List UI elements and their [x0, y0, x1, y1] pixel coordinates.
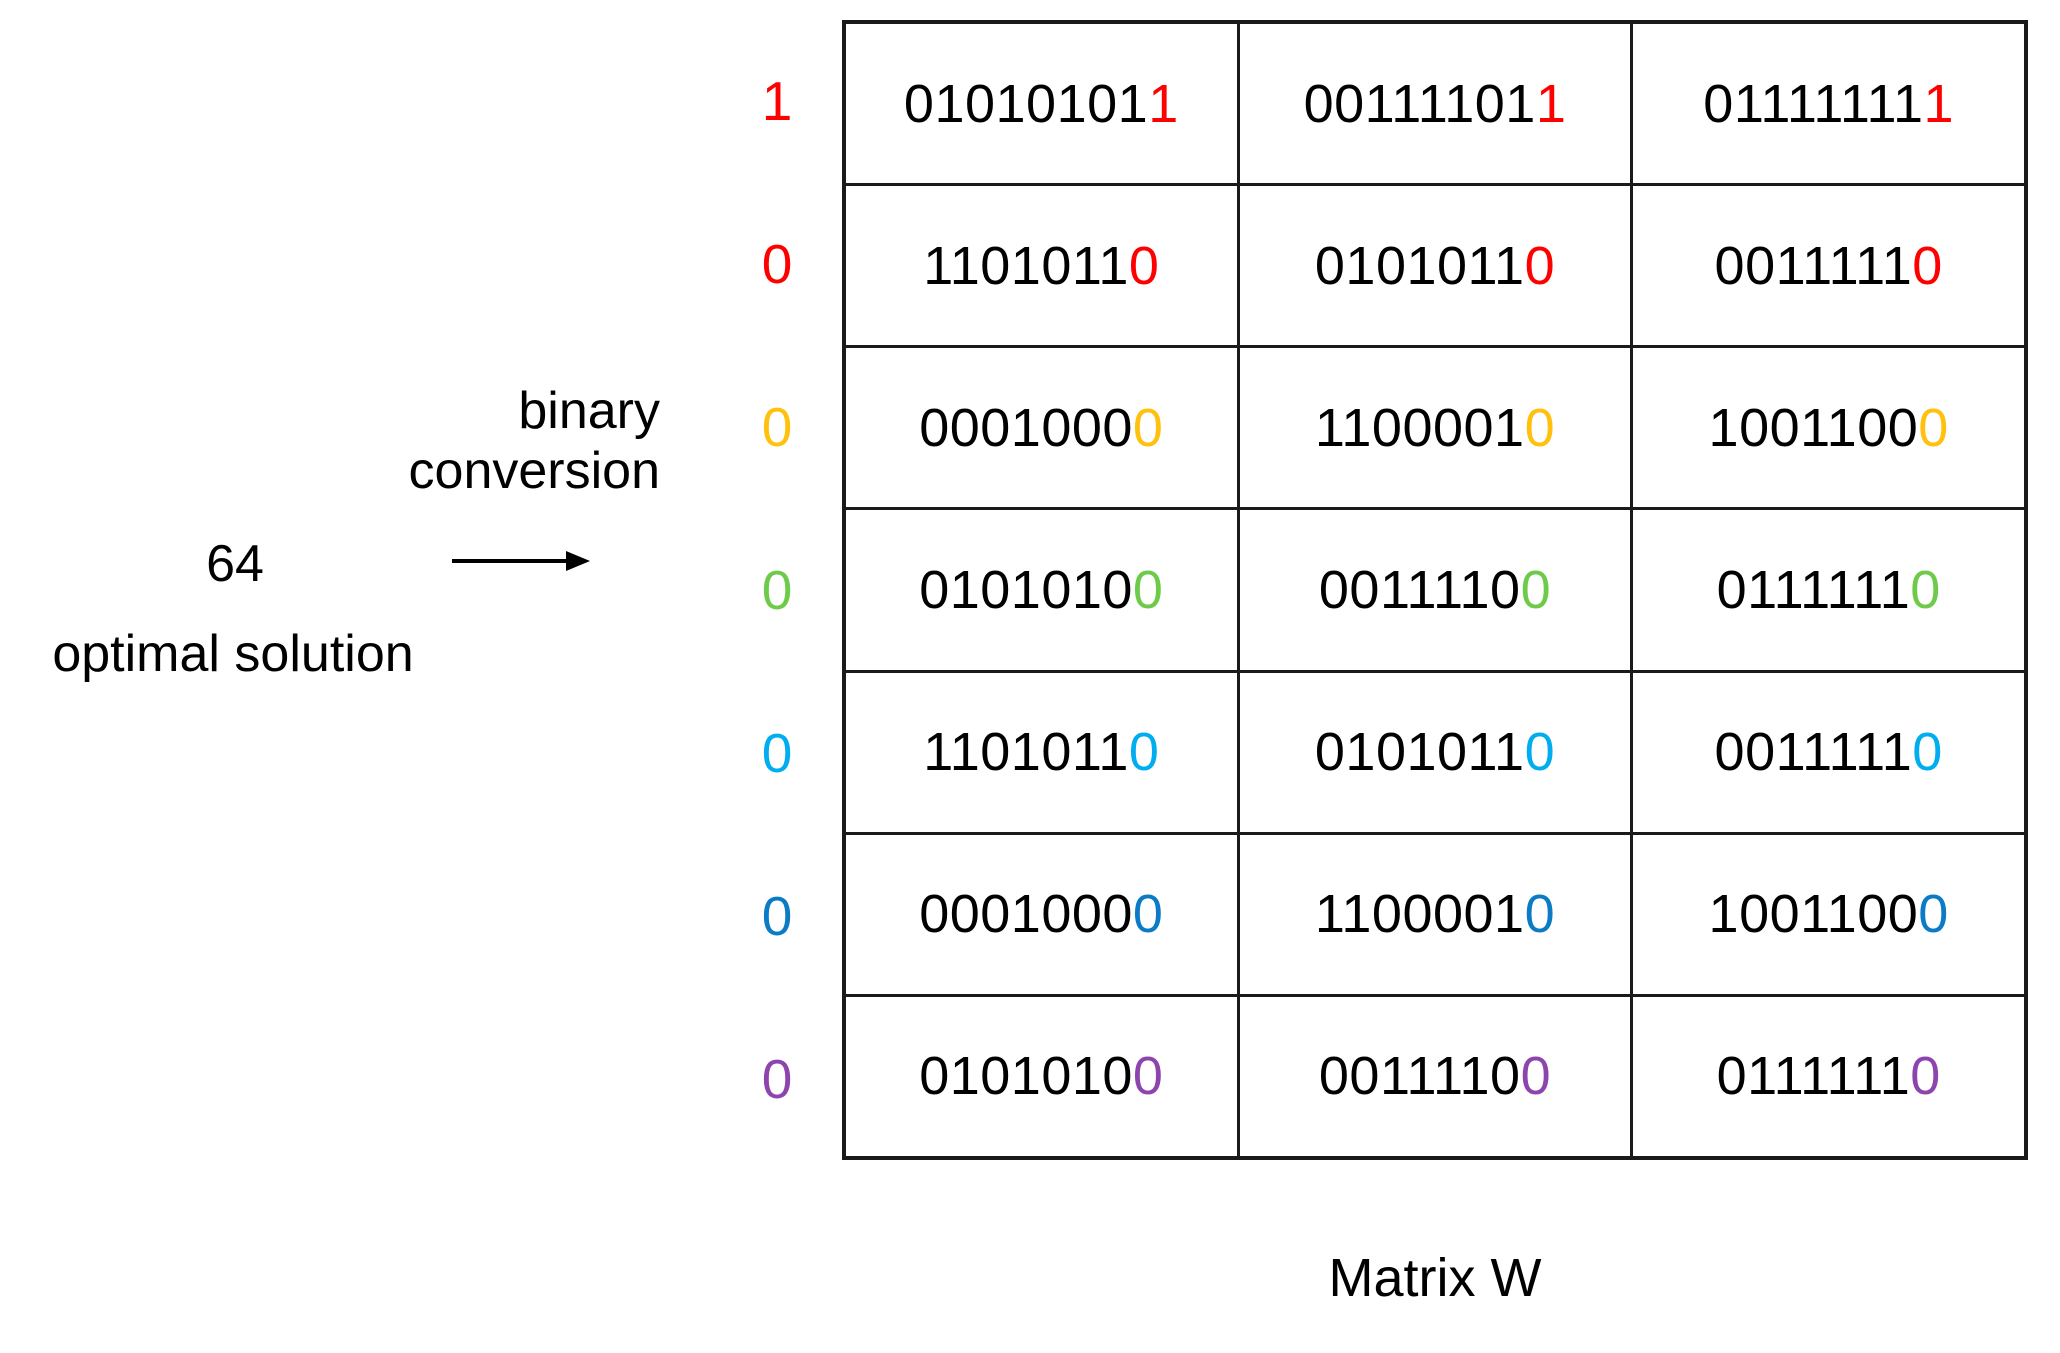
binary-highlight-bit: 0	[1912, 722, 1943, 783]
binary-highlight-bit: 0	[1524, 884, 1556, 945]
binary-highlight-bit: 0	[1910, 559, 1941, 620]
binary-prefix: 0001000	[919, 884, 1133, 945]
binary-highlight-bit: 0	[1918, 884, 1949, 945]
binary-highlight-bit: 0	[1132, 884, 1164, 945]
bit-vector-cell: 1	[761, 70, 793, 133]
bit-vector-cell: 0	[761, 233, 793, 296]
binary-highlight-bit: 0	[1524, 722, 1556, 783]
binary-prefix: 0111111	[1716, 1046, 1911, 1107]
binary-prefix: 1001100	[1708, 884, 1919, 945]
binary-highlight-bit: 0	[1918, 397, 1949, 458]
bit-vector-cell: 0	[761, 1047, 793, 1110]
binary-prefix: 1101011	[923, 235, 1129, 296]
binary-highlight-bit: 0	[1132, 559, 1164, 620]
optimal-solution-label: optimal solution	[52, 625, 414, 683]
bit-vector-cell: 0	[761, 559, 793, 621]
binary-prefix: 0011110	[1318, 559, 1521, 620]
binary-prefix: 1100001	[1314, 397, 1525, 458]
bit-vector-cell: 0	[761, 884, 793, 947]
binary-prefix: 01111111	[1703, 73, 1924, 134]
binary-highlight-bit: 0	[1128, 235, 1160, 296]
binary-prefix: 0101010	[919, 1046, 1133, 1107]
binary-prefix: 0111111	[1716, 559, 1911, 620]
binary-prefix: 1001100	[1708, 397, 1919, 458]
binary-highlight-bit: 0	[1128, 722, 1160, 783]
binary-conversion-label: binary conversion	[408, 382, 660, 500]
bit-vector-cell: 0	[761, 396, 793, 459]
optimal-solution-value: 64	[206, 535, 264, 593]
binary-highlight-bit: 0	[1520, 1046, 1552, 1107]
binary-highlight-bit: 1	[1923, 73, 1955, 134]
binary-highlight-bit: 1	[1535, 73, 1567, 134]
binary-highlight-bit: 0	[1910, 1046, 1941, 1107]
binary-highlight-bit: 0	[1524, 235, 1556, 296]
binary-highlight-bit: 0	[1132, 1046, 1164, 1107]
binary-prefix: 0101011	[1314, 722, 1525, 783]
bit-vector-cell: 0	[761, 721, 793, 784]
binary-highlight-bit: 0	[1132, 397, 1164, 458]
binary-prefix: 00111101	[1303, 73, 1536, 134]
bit-vector-column: 1 0 0 0 0 0 0	[742, 20, 812, 1160]
binary-prefix: 1100001	[1314, 884, 1525, 945]
right-arrow-icon	[452, 551, 590, 571]
binary-prefix: 0011110	[1318, 1046, 1521, 1107]
binary-prefix: 0001000	[919, 397, 1133, 458]
binary-prefix: 0101010	[919, 559, 1133, 620]
binary-prefix: 0011111	[1714, 722, 1913, 783]
binary-prefix: 0101011	[1314, 235, 1525, 296]
binary-highlight-bit: 0	[1524, 397, 1556, 458]
binary-prefix: 01010101	[903, 73, 1149, 134]
matrix-caption: Matrix W	[1328, 1248, 1542, 1308]
binary-highlight-bit: 1	[1148, 73, 1179, 134]
binary-prefix: 0011111	[1714, 235, 1913, 296]
binary-prefix: 1101011	[923, 722, 1129, 783]
binary-highlight-bit: 0	[1520, 559, 1552, 620]
binary-highlight-bit: 0	[1912, 235, 1943, 296]
